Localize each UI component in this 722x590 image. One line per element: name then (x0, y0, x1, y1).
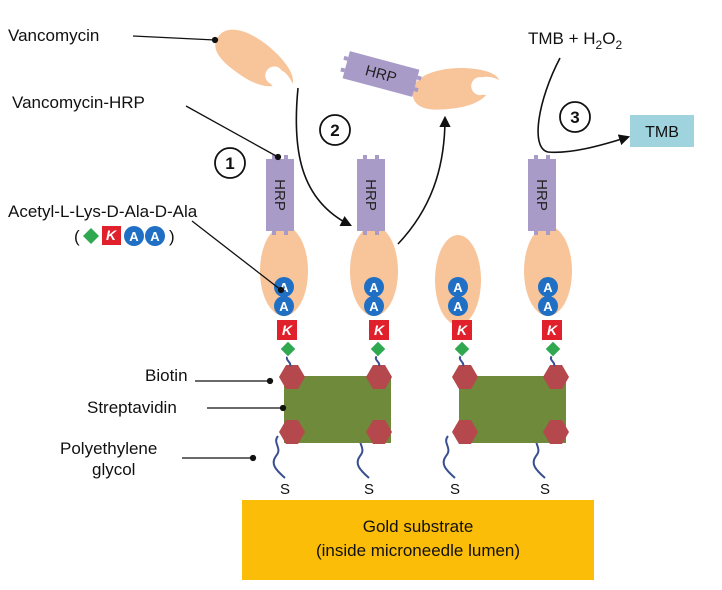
svg-text:A: A (369, 299, 379, 314)
svg-text:A: A (369, 280, 379, 295)
svg-text:A: A (129, 229, 139, 244)
svg-text:A: A (279, 299, 289, 314)
biotin-diamond (279, 340, 297, 358)
svg-text:HRP: HRP (533, 179, 550, 211)
label-streptavidin: Streptavidin (87, 398, 177, 417)
lysine-1: K (277, 320, 297, 340)
alanine-2a: A (364, 277, 384, 297)
alanine-4b: A (538, 296, 558, 316)
svg-text:3: 3 (570, 108, 579, 127)
binding-site (452, 365, 478, 389)
thiol-label-1: S (280, 481, 290, 498)
hrp-2: HRP (357, 155, 385, 235)
free-vancomycin (215, 29, 293, 87)
leader-peptide (191, 220, 285, 294)
hrp-4: HRP (528, 155, 556, 235)
arrow-release (397, 115, 451, 245)
thiol-label-2: S (364, 481, 374, 498)
binding-site (543, 365, 569, 389)
label-biotin: Biotin (145, 366, 188, 385)
gold-substrate-sublabel: (inside microneedle lumen) (316, 541, 520, 560)
gold-substrate (242, 500, 594, 580)
bound-vancomycin (260, 226, 572, 325)
released-hrp: HRP (340, 51, 422, 97)
svg-text:A: A (543, 280, 553, 295)
svg-text:HRP: HRP (271, 179, 288, 211)
released-vancomycin (412, 68, 500, 110)
peptide-legend: ( K A A ) (74, 226, 175, 246)
vancomycin-ellipse-4 (524, 226, 572, 316)
svg-text:A: A (453, 280, 463, 295)
hrp-1: HRP (266, 155, 294, 235)
svg-text:): ) (169, 227, 175, 246)
svg-text:K: K (374, 322, 385, 338)
alanine-3a: A (448, 277, 468, 297)
thiol-label-4: S (540, 481, 550, 498)
leader-vancomycin-hrp (185, 105, 282, 161)
arrow-step-2 (295, 87, 353, 227)
alanine-4a: A (538, 277, 558, 297)
alanine-3b: A (448, 296, 468, 316)
binding-site (279, 365, 305, 389)
step-3-marker: 3 (559, 101, 591, 133)
gold-substrate-label: Gold substrate (363, 517, 474, 536)
vancomycin-ellipse-2 (350, 226, 398, 316)
svg-text:(: ( (74, 227, 80, 246)
svg-text:K: K (547, 322, 558, 338)
lysine-residues: K K K K (277, 320, 562, 340)
alanine-residues: A A A A A A A A (274, 277, 558, 316)
svg-text:K: K (282, 322, 293, 338)
svg-text:K: K (457, 322, 468, 338)
leader-vancomycin (132, 35, 219, 44)
biotin-diamond (369, 340, 387, 358)
vancomycin-ellipse-1 (260, 226, 308, 316)
label-vancomycin-hrp: Vancomycin-HRP (12, 93, 145, 112)
svg-text:A: A (279, 280, 289, 295)
step-2-marker: 2 (319, 114, 351, 146)
thiol-label-3: S (450, 481, 460, 498)
svg-text:K: K (106, 227, 117, 243)
svg-text:A: A (150, 229, 160, 244)
biotin-diamond (544, 340, 562, 358)
thiol-labels: S S S S (280, 481, 550, 498)
biotin-diamond (453, 340, 471, 358)
svg-text:HRP: HRP (362, 179, 379, 211)
binding-site (279, 420, 305, 444)
biotin-diamonds (279, 340, 562, 358)
alanine-1b: A (274, 296, 294, 316)
label-peg-line2: glycol (92, 460, 135, 479)
svg-text:1: 1 (225, 154, 234, 173)
step-1-marker: 1 (214, 147, 246, 179)
biotin-binding-sites (279, 365, 569, 444)
binding-site (543, 420, 569, 444)
binding-site (366, 365, 392, 389)
lysine-3: K (452, 320, 472, 340)
arrow-step-3 (537, 57, 631, 154)
tmb-product-box (630, 115, 694, 147)
label-vancomycin: Vancomycin (8, 26, 99, 45)
label-peptide: Acetyl-L-Lys-D-Ala-D-Ala (8, 202, 198, 221)
alanine-2b: A (364, 296, 384, 316)
biotin-linkers (285, 355, 556, 367)
lysine-4: K (542, 320, 562, 340)
binding-site (366, 420, 392, 444)
binding-site (452, 420, 478, 444)
tmb-reagent-label: TMB + H2O2 (528, 29, 622, 52)
svg-text:A: A (543, 299, 553, 314)
lysine-2: K (369, 320, 389, 340)
label-peg-line1: Polyethylene (60, 439, 157, 458)
svg-text:A: A (453, 299, 463, 314)
svg-text:2: 2 (330, 121, 339, 140)
tmb-product-label: TMB (645, 124, 679, 141)
